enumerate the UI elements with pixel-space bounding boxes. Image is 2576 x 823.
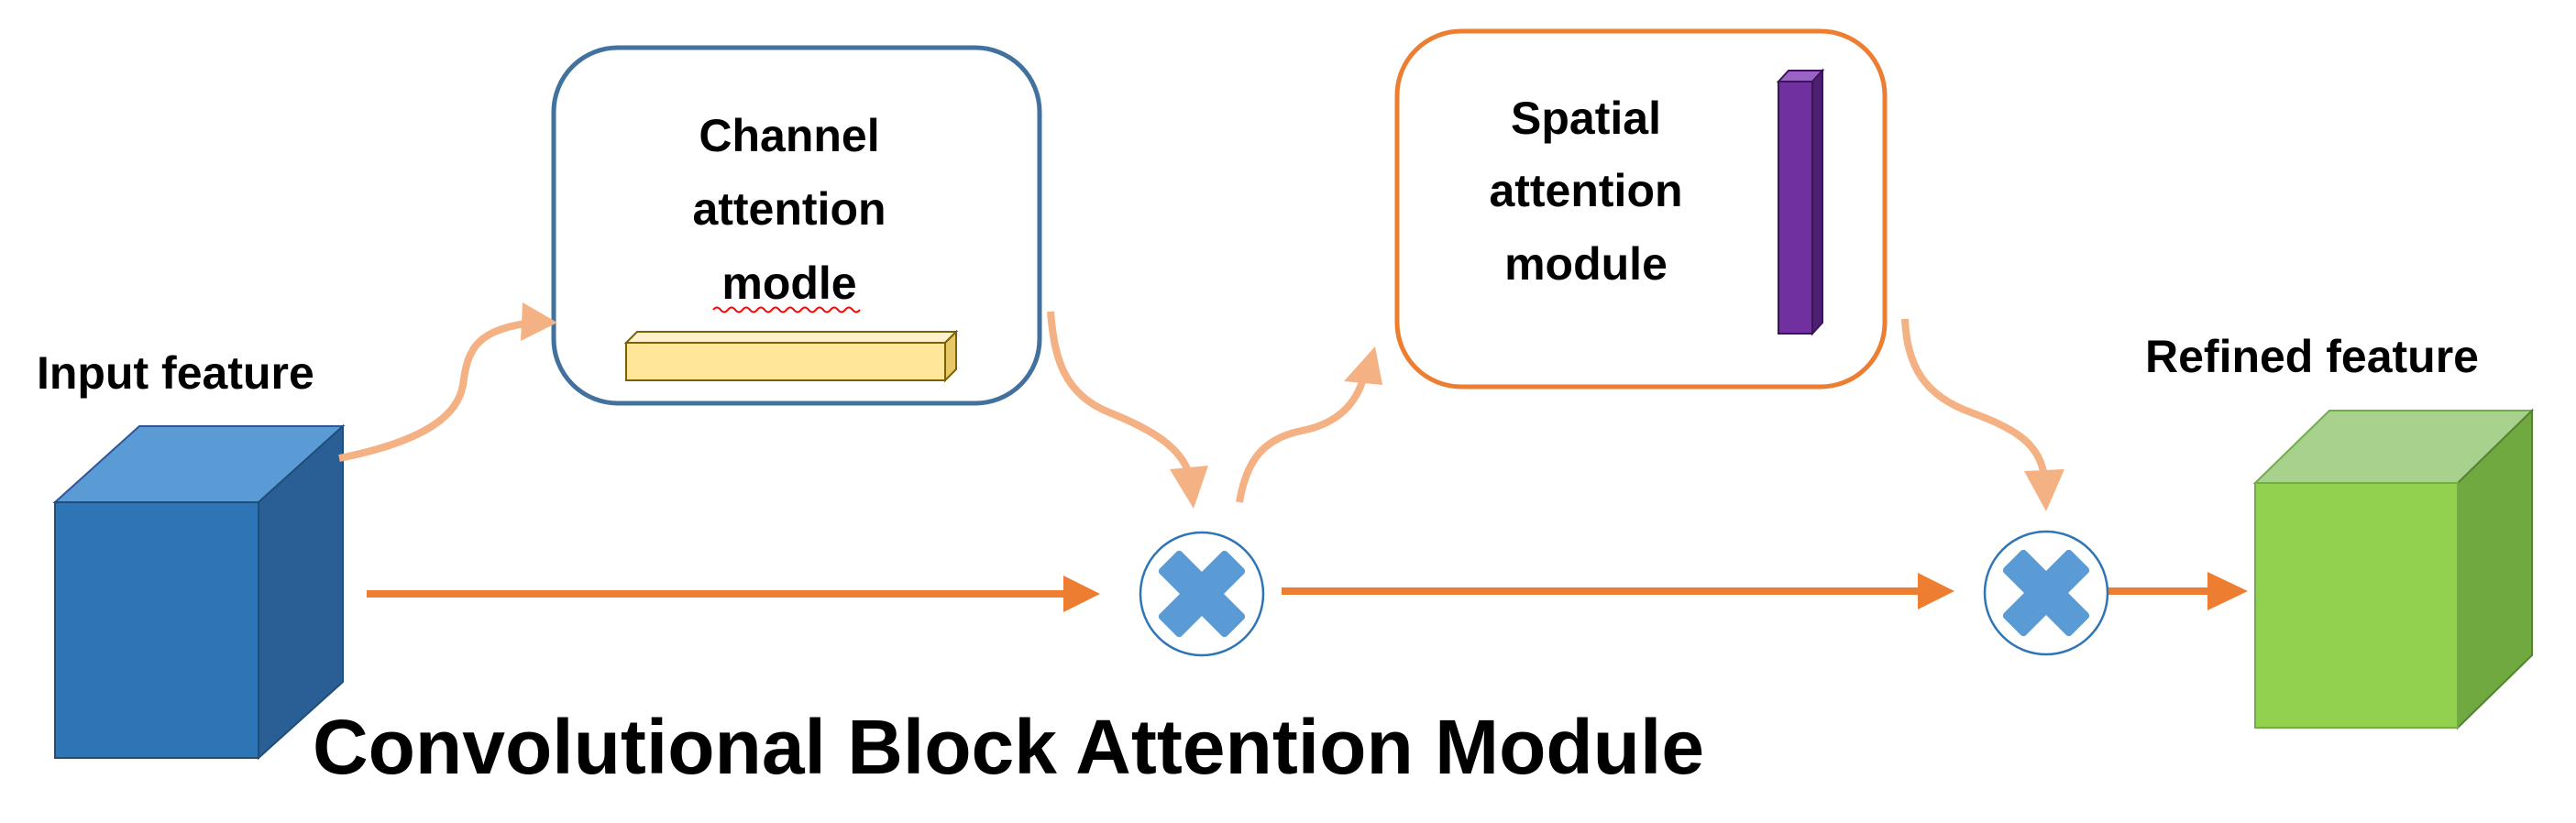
curved-arrow-from-spatial: [1901, 318, 2064, 511]
multiply-operator-1: [1139, 531, 1265, 657]
channel-attention-box: [551, 45, 1042, 406]
diagram-title: Convolutional Block Attention Module: [313, 704, 1704, 790]
channel-attention-bar: [623, 329, 959, 383]
multiply-operator-2: [1983, 530, 2109, 656]
channel-label-line-1: Channel: [699, 110, 879, 161]
spatial-attention-label: Spatial attention module: [1489, 93, 1682, 290]
curved-arrow-to-channel: [338, 302, 557, 462]
main-arrow-2: [1282, 573, 1954, 609]
refined-feature-cube: [2252, 408, 2535, 730]
curved-arrow-to-spatial: [1236, 346, 1382, 503]
spatial-label-line-3: module: [1504, 238, 1668, 290]
input-feature-cube: [52, 423, 346, 761]
channel-label-line-2: attention: [692, 183, 886, 235]
channel-label-line-3: modle: [721, 258, 856, 309]
spatial-label-line-1: Spatial: [1511, 93, 1661, 144]
spatial-attention-box: [1394, 28, 1888, 390]
multiply-x-icon: [2002, 549, 2090, 637]
refined-feature-label: Refined feature: [2145, 331, 2479, 382]
main-arrow-1: [367, 576, 1100, 612]
main-arrow-3: [2108, 572, 2248, 610]
channel-attention-label: Channel attention modle: [692, 110, 886, 309]
spatial-attention-bar: [1776, 68, 1825, 336]
input-feature-label: Input feature: [37, 347, 314, 399]
curved-arrow-from-channel: [1047, 311, 1208, 509]
spatial-label-line-2: attention: [1489, 165, 1682, 216]
spellcheck-underline: [712, 306, 861, 313]
multiply-x-icon: [1158, 550, 1246, 638]
